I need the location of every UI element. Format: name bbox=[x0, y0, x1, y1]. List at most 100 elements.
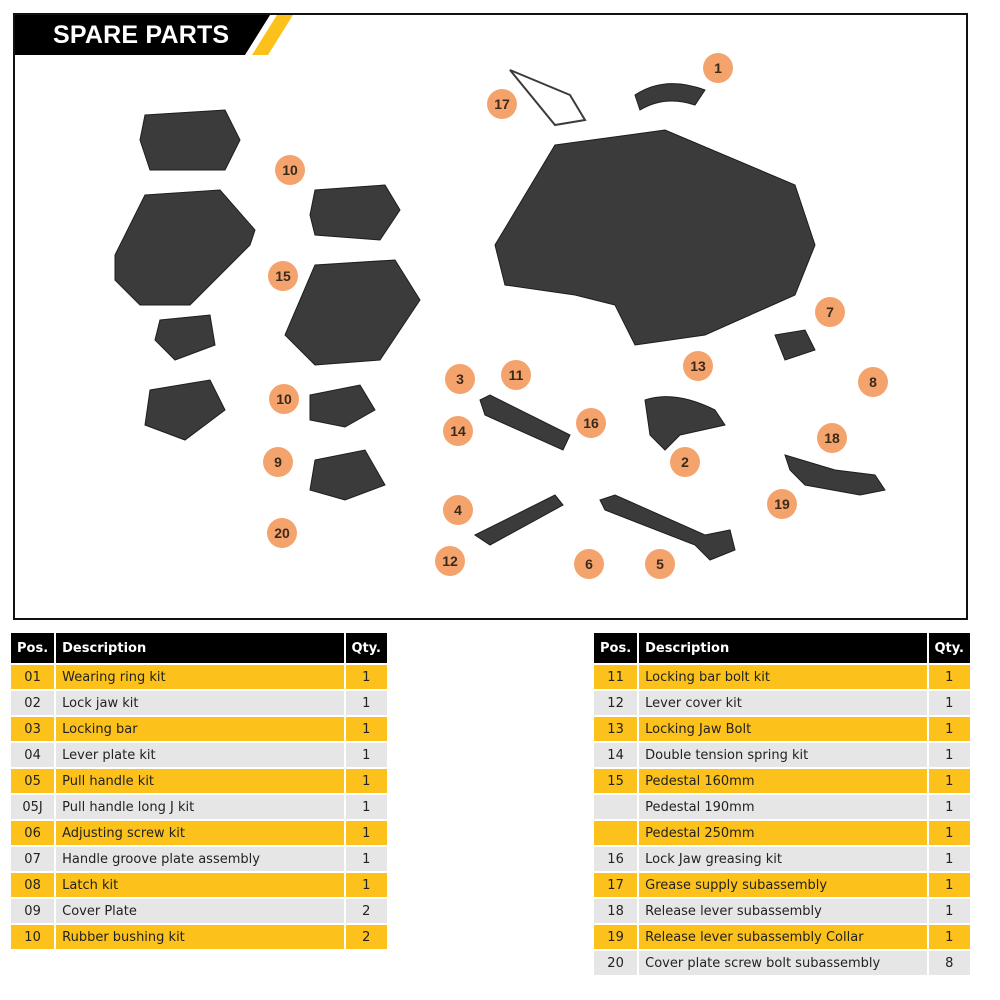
release-lever bbox=[784, 454, 886, 496]
cell-qty: 1 bbox=[927, 845, 970, 872]
callout-5: 5 bbox=[645, 549, 675, 579]
cell-pos bbox=[594, 793, 640, 820]
callout-17: 17 bbox=[487, 89, 517, 119]
cell-description: Pedestal 160mm bbox=[638, 767, 929, 794]
cell-description: Handle groove plate assembly bbox=[55, 845, 346, 872]
cell-qty: 1 bbox=[927, 793, 970, 820]
cell-description: Latch kit bbox=[55, 871, 346, 898]
cell-pos: 19 bbox=[594, 923, 640, 950]
callout-2: 2 bbox=[670, 447, 700, 477]
cell-pos: 04 bbox=[11, 741, 57, 768]
table-header-row: Pos. Description Qty. bbox=[594, 633, 970, 664]
title-banner: SPARE PARTS bbox=[15, 15, 295, 55]
callout-12: 12 bbox=[435, 546, 465, 576]
cell-description: Locking bar bbox=[55, 715, 346, 742]
cell-pos: 01 bbox=[11, 663, 57, 690]
callout-11: 11 bbox=[501, 360, 531, 390]
cell-qty: 1 bbox=[344, 663, 387, 690]
cell-description: Locking bar bolt kit bbox=[638, 663, 929, 690]
lock-jaw bbox=[644, 396, 726, 451]
exploded-parts-diagram bbox=[114, 69, 886, 561]
column-header-pos: Pos. bbox=[594, 633, 640, 664]
cell-description: Cover Plate bbox=[55, 897, 346, 924]
cell-qty: 1 bbox=[344, 715, 387, 742]
cover-plate-1 bbox=[154, 314, 216, 361]
cell-pos bbox=[594, 819, 640, 846]
callout-13: 13 bbox=[683, 351, 713, 381]
cell-pos: 02 bbox=[11, 689, 57, 716]
cell-qty: 1 bbox=[344, 845, 387, 872]
callout-16: 16 bbox=[576, 408, 606, 438]
rubber-bushing-1 bbox=[139, 109, 241, 171]
cell-qty: 2 bbox=[344, 923, 387, 949]
cell-qty: 1 bbox=[927, 767, 970, 794]
cell-pos: 13 bbox=[594, 715, 640, 742]
table-header-row: Pos. Description Qty. bbox=[11, 633, 387, 664]
cell-pos: 15 bbox=[594, 767, 640, 794]
cell-qty: 1 bbox=[927, 715, 970, 742]
callout-7: 7 bbox=[815, 297, 845, 327]
callout-10a: 10 bbox=[275, 155, 305, 185]
cell-pos: 03 bbox=[11, 715, 57, 742]
cell-pos: 16 bbox=[594, 845, 640, 872]
cell-qty: 1 bbox=[344, 871, 387, 898]
cover-plate-3 bbox=[309, 449, 386, 501]
cell-qty: 8 bbox=[927, 949, 970, 975]
callout-6: 6 bbox=[574, 549, 604, 579]
pedestal-left bbox=[114, 189, 256, 306]
cell-description: Pull handle long J kit bbox=[55, 793, 346, 820]
cell-pos: 14 bbox=[594, 741, 640, 768]
cell-qty: 1 bbox=[927, 871, 970, 898]
cell-description: Lock jaw kit bbox=[55, 689, 346, 716]
lever-plate bbox=[474, 494, 564, 546]
cover-plate-2 bbox=[144, 379, 226, 441]
cell-description: Release lever subassembly Collar bbox=[638, 923, 929, 950]
cell-qty: 1 bbox=[344, 689, 387, 716]
cell-qty: 1 bbox=[344, 741, 387, 768]
column-header-description: Description bbox=[638, 633, 929, 664]
cell-qty: 1 bbox=[344, 793, 387, 820]
cell-description: Pedestal 250mm bbox=[638, 819, 929, 846]
cell-qty: 1 bbox=[927, 741, 970, 768]
callout-15: 15 bbox=[268, 261, 298, 291]
cell-description: Cover plate screw bolt subassembly bbox=[638, 949, 929, 975]
cell-description: Lever plate kit bbox=[55, 741, 346, 768]
cell-description: Wearing ring kit bbox=[55, 663, 346, 690]
cell-pos: 05J bbox=[11, 793, 57, 820]
rubber-bushing-2 bbox=[309, 184, 401, 241]
cell-description: Release lever subassembly bbox=[638, 897, 929, 924]
callout-4: 4 bbox=[443, 495, 473, 525]
cell-description: Lever cover kit bbox=[638, 689, 929, 716]
callout-20: 20 bbox=[267, 518, 297, 548]
latch bbox=[774, 329, 816, 361]
cell-qty: 1 bbox=[927, 819, 970, 846]
callout-18: 18 bbox=[817, 423, 847, 453]
callout-9: 9 bbox=[263, 447, 293, 477]
locking-bar bbox=[479, 394, 571, 451]
callout-3: 3 bbox=[445, 364, 475, 394]
column-header-qty: Qty. bbox=[927, 633, 970, 664]
cell-description: Grease supply subassembly bbox=[638, 871, 929, 898]
callout-19: 19 bbox=[767, 489, 797, 519]
cell-pos: 11 bbox=[594, 663, 640, 690]
grease-supply bbox=[509, 69, 587, 127]
